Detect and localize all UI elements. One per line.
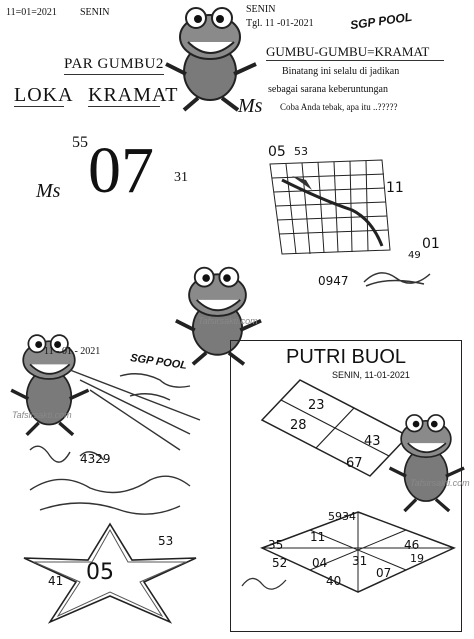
star-n-53: 53: [158, 534, 174, 548]
frog-icon-top: [160, 2, 260, 114]
par-gumbu-label: PAR GUMBU2: [64, 56, 164, 72]
watermark-middle: Tafsirsakti.com: [198, 316, 258, 326]
big-main-number: 07: [88, 134, 154, 207]
diamond-bottom-shape: [258, 508, 458, 599]
diamond-top-shape: [260, 378, 410, 483]
diamond-bottom-19: 19: [410, 552, 424, 565]
kramat-underline: [88, 106, 160, 107]
desc-line-1: Binatang ini selalu di jadikan: [282, 66, 400, 77]
scribble-small: [360, 262, 440, 295]
diamond-bottom-31: 31: [352, 554, 368, 568]
desc-line-2: sebagai sarana keberuntungan: [268, 84, 388, 95]
grid-n-11: 11: [386, 180, 404, 196]
diamond-bottom-04: 04: [312, 556, 328, 570]
watermark-right: Tafsirsakti.com: [410, 478, 470, 488]
grid-n-01: 01: [422, 236, 440, 252]
diamond-bottom-52: 52: [272, 556, 288, 570]
big-right-small: 31: [174, 170, 188, 185]
diamond-bottom-46: 46: [404, 538, 420, 552]
day-left: SENIN: [80, 7, 110, 18]
putri-buol-title: PUTRI BUOL: [286, 346, 407, 368]
star-n-41: 41: [48, 574, 64, 588]
gumbu-title: GUMBU-GUMBU=KRAMAT: [266, 44, 430, 59]
putri-buol-box: [230, 340, 462, 632]
diamond-bottom-40: 40: [326, 574, 342, 588]
left-date: 11 - 01 - 2021: [44, 346, 101, 357]
loka-underline: [14, 106, 64, 107]
scribble-lines: [20, 360, 220, 535]
diamond-bottom-35: 35: [268, 538, 284, 552]
kramat-label: KRAMAT: [88, 84, 179, 106]
grid-n-53: 53: [294, 145, 308, 158]
diamond-bottom-07: 07: [376, 566, 392, 580]
diamond-bottom-11: 11: [310, 530, 326, 544]
frog-icon-right: [384, 410, 468, 516]
scribble-4329: 4329: [80, 452, 111, 466]
putri-buol-date: SENIN, 11-01-2021: [332, 370, 410, 380]
frog-icon-middle: [170, 262, 265, 368]
star-shape: [20, 520, 200, 630]
tgl-right: Tgl. 11 -01-2021: [246, 18, 314, 29]
ms-top-label: Ms: [238, 95, 263, 117]
watermark-left: Tafsirsakti.com: [12, 410, 72, 420]
diamond-top-n-3: 43: [364, 434, 381, 449]
diamond-top-n-2: 28: [290, 418, 307, 433]
ms-big-label: Ms: [36, 180, 61, 202]
sgp-pool-top: SGP POOL: [349, 9, 413, 33]
desc-line-3: Coba Anda tebak, apa itu ..?????: [280, 102, 398, 112]
date-left: 11=01=2021: [6, 7, 57, 18]
diamond-bottom-top: 5934: [328, 510, 356, 523]
senin-right: SENIN: [246, 4, 276, 15]
grid-n-05: 05: [268, 144, 286, 160]
loka-label: LOKA: [14, 84, 74, 106]
grid-n-0947: 0947: [318, 274, 349, 288]
frog-icon-left: [6, 330, 92, 440]
big-left-small: 55: [72, 134, 88, 151]
diamond-top-n-4: 67: [346, 456, 363, 471]
par-underline: [64, 74, 164, 75]
grid-n-49: 49: [408, 250, 421, 261]
gumbu-underline: [266, 60, 444, 61]
diamond-top-n-1: 23: [308, 398, 325, 413]
scribble-bottom-right: [236, 566, 296, 601]
grid-sketch: [262, 150, 412, 265]
star-center-number: 05: [86, 560, 114, 585]
